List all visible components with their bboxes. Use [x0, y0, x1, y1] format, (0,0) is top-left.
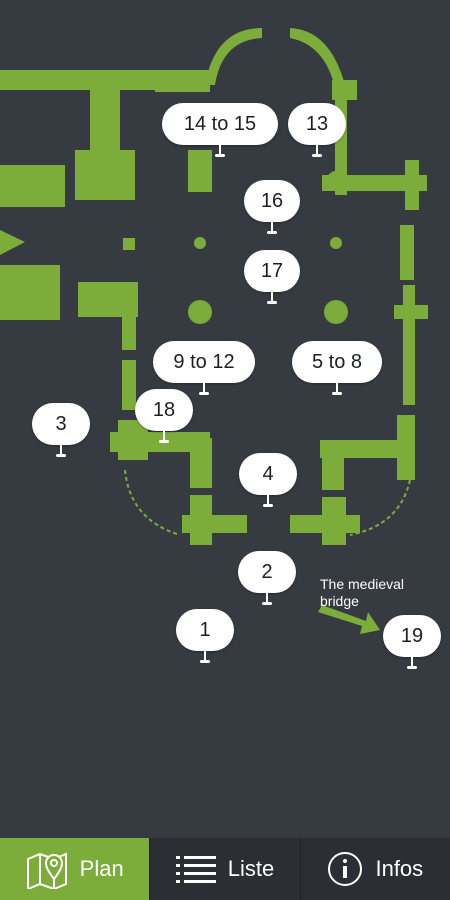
poi-18[interactable]: 18 — [135, 389, 193, 443]
poi-13[interactable]: 13 — [288, 103, 346, 157]
poi-3[interactable]: 3 — [32, 403, 90, 457]
poi-9-to-12[interactable]: 9 to 12 — [153, 341, 255, 395]
poi-1[interactable]: 1 — [176, 609, 234, 663]
poi-19[interactable]: 19 — [383, 615, 441, 669]
bridge-annotation: The medieval bridge — [320, 576, 405, 609]
tab-infos[interactable]: Infos — [299, 838, 450, 900]
poi-4[interactable]: 4 — [239, 453, 297, 507]
poi-5-to-8[interactable]: 5 to 8 — [292, 341, 382, 395]
bottom-tab-bar: Plan Liste Infos — [0, 838, 450, 900]
list-icon — [175, 854, 216, 884]
building-plan — [0, 28, 428, 634]
tab-liste[interactable]: Liste — [149, 838, 299, 900]
tab-plan-label: Plan — [79, 856, 124, 881]
tab-liste-label: Liste — [227, 856, 275, 881]
poi-14-to-15[interactable]: 14 to 15 — [162, 103, 278, 157]
poi-16[interactable]: 16 — [244, 180, 300, 234]
floor-plan-map[interactable]: 14 to 15 13 16 17 9 to 12 5 to 8 18 3 4 … — [0, 0, 450, 838]
info-icon — [327, 851, 363, 887]
poi-2[interactable]: 2 — [238, 551, 296, 605]
tab-infos-label: Infos — [375, 856, 424, 881]
map-pin-icon — [26, 849, 68, 889]
poi-17[interactable]: 17 — [244, 250, 300, 304]
tab-plan[interactable]: Plan — [0, 838, 150, 900]
